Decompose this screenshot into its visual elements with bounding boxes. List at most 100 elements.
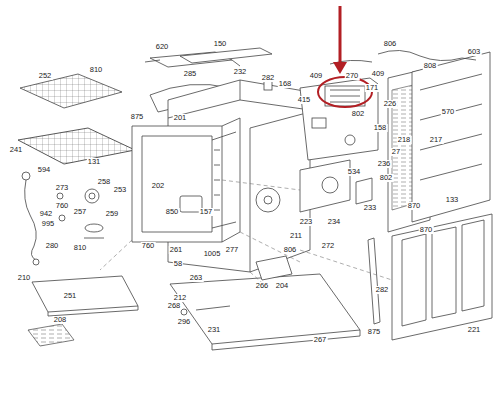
callout-number: 285 — [183, 70, 198, 78]
side-parts-part — [322, 177, 338, 193]
control-bracket-part — [330, 90, 360, 102]
bracket-parts-part — [256, 256, 292, 280]
bottom-plate-part — [170, 274, 360, 344]
callout-number: 1005 — [203, 250, 222, 258]
callout-number: 232 — [233, 68, 248, 76]
knob-parts-part — [85, 224, 103, 232]
callout-number: 218 — [397, 136, 412, 144]
vent-grille-part — [28, 324, 74, 346]
bottom-plate-part — [196, 306, 230, 310]
callout-number: 570 — [441, 108, 456, 116]
control-bracket-part — [312, 118, 326, 128]
callout-number: 171 — [365, 84, 380, 92]
callout-number: 875 — [367, 328, 382, 336]
callout-number: 802 — [351, 110, 366, 118]
callout-number: 760 — [141, 242, 156, 250]
alignment-lines — [100, 180, 392, 290]
callout-number: 277 — [225, 246, 240, 254]
callout-number: 942 — [39, 210, 54, 218]
callout-number: 806 — [383, 40, 398, 48]
callout-number: 233 — [363, 204, 378, 212]
callout-number: 263 — [189, 274, 204, 282]
sensor-cord-part — [22, 172, 30, 180]
callout-number: 808 — [423, 62, 438, 70]
door-hinge-part — [368, 238, 380, 324]
callout-number: 226 — [383, 100, 398, 108]
side-parts-part — [356, 178, 372, 204]
knob-parts-part — [59, 215, 65, 221]
callout-number: 223 — [299, 218, 314, 226]
side-parts — [300, 160, 372, 212]
callout-number: 201 — [173, 114, 188, 122]
front-frame-part — [214, 150, 220, 210]
top-rack-part — [20, 74, 122, 108]
knob-parts-part — [84, 238, 104, 239]
oven-rack — [18, 128, 135, 164]
callout-number: 806 — [283, 246, 298, 254]
back-panel — [412, 52, 490, 222]
oven-door — [392, 214, 492, 340]
callout-number: 217 — [429, 136, 444, 144]
convection-fan-part — [264, 196, 272, 204]
callout-number: 58 — [173, 260, 183, 268]
callout-number: 282 — [375, 286, 390, 294]
callout-number: 234 — [327, 218, 342, 226]
callout-number: 594 — [37, 166, 52, 174]
callout-number: 27 — [391, 148, 401, 156]
callout-number: 211 — [289, 232, 303, 240]
crumb-tray-part — [32, 276, 138, 312]
back-panel-part — [420, 74, 482, 180]
knob-parts-part — [57, 193, 63, 199]
alignment-lines-part — [100, 180, 392, 290]
bottom-plate-part — [212, 330, 360, 350]
callout-number: 270 — [345, 72, 360, 80]
callout-number: 150 — [213, 40, 228, 48]
callout-number: 875 — [130, 113, 145, 121]
callout-number: 415 — [297, 96, 312, 104]
callout-number: 236 — [377, 160, 392, 168]
callout-number: 296 — [177, 318, 192, 326]
sensor-cord-part — [25, 180, 37, 260]
callout-number: 204 — [275, 282, 290, 290]
callout-number: 272 — [321, 242, 336, 250]
callout-number: 259 — [105, 210, 120, 218]
callout-number: 257 — [73, 208, 88, 216]
wire-harness — [330, 50, 476, 64]
callout-number: 251 — [63, 292, 78, 300]
bracket-parts-part — [181, 309, 187, 315]
callout-number: 760 — [55, 202, 70, 210]
convection-fan — [256, 188, 280, 212]
callout-number: 870 — [419, 226, 434, 234]
callout-number: 273 — [55, 184, 70, 192]
wire-harness-part — [378, 50, 462, 60]
callout-number: 603 — [467, 48, 482, 56]
back-panel-part — [412, 52, 490, 222]
bottom-plate — [170, 274, 360, 350]
callout-number: 202 — [151, 182, 166, 190]
control-bracket-part — [325, 86, 365, 106]
callout-number: 258 — [97, 178, 112, 186]
callout-number: 802 — [379, 174, 394, 182]
door-hinge — [368, 238, 380, 324]
wire-harness-part — [330, 58, 476, 64]
convection-fan-part — [256, 188, 280, 212]
callout-number: 995 — [41, 220, 56, 228]
callout-number: 133 — [445, 196, 460, 204]
oven-door-part — [392, 214, 492, 340]
callout-number: 810 — [73, 244, 88, 252]
callout-number: 253 — [113, 186, 128, 194]
bracket-parts — [181, 256, 292, 315]
side-parts-part — [300, 160, 350, 212]
callout-number: 266 — [255, 282, 270, 290]
highlight-marker-part — [318, 77, 372, 107]
callout-number: 208 — [53, 316, 68, 324]
sensor-cord — [22, 172, 39, 265]
callout-number: 850 — [165, 208, 180, 216]
knob-parts-part — [89, 193, 95, 199]
callout-number: 221 — [467, 326, 482, 334]
callout-number: 282 — [261, 74, 276, 82]
knob-parts-part — [85, 189, 99, 203]
front-frame-part — [132, 126, 222, 242]
callout-number: 252 — [38, 72, 53, 80]
